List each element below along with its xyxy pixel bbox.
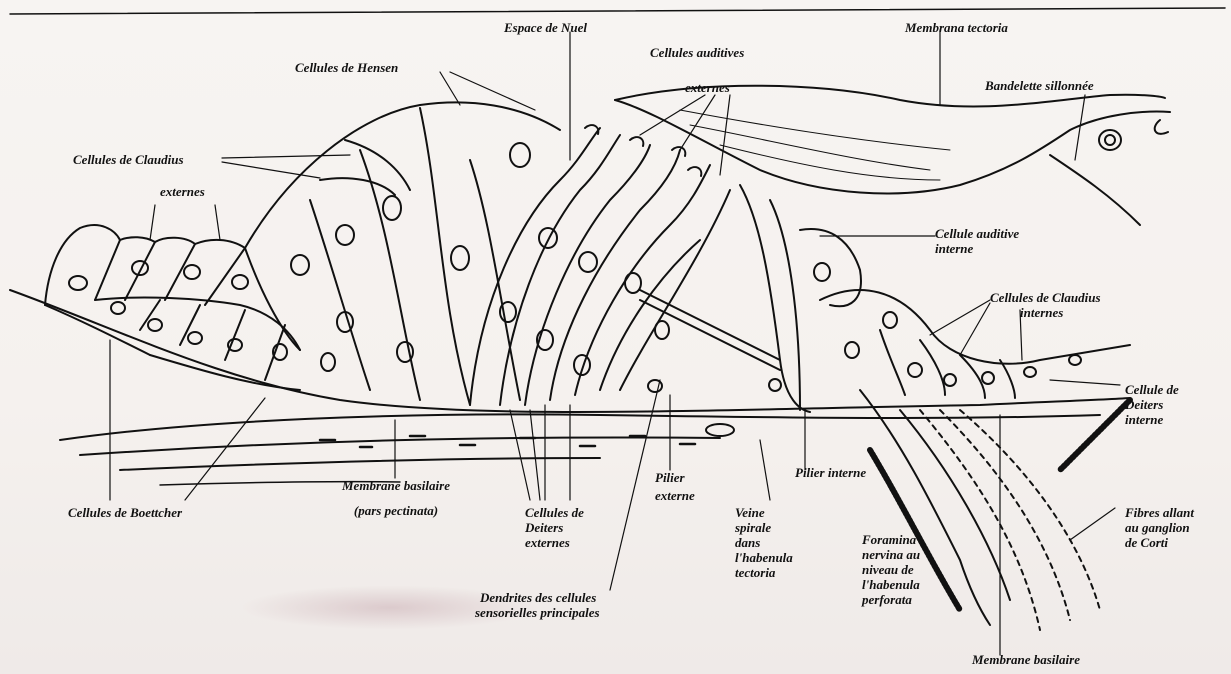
label-membrana-tectoria: Membrana tectoria [905,20,1008,35]
label-pilier-interne: Pilier interne [795,465,866,480]
label-cellules-de-boettcher: Cellules de Boettcher [68,505,182,520]
label-cellules-de-claudius-externes: Cellules de Claudius [73,152,184,167]
hensen-cells [245,102,560,405]
label-cellules-de-hensen: Cellules de Hensen [295,60,398,75]
label-membrane-basilaire-bottom: Membrane basilaire [972,652,1080,667]
label-claudius-externes-sub: externes [160,184,205,199]
leader-lines [110,30,1120,655]
label-bandelette-sillonnee: Bandelette sillonnée [985,78,1094,93]
label-cellules-auditives-externes: externes [685,80,730,95]
label-espace-de-nuel: Espace de Nuel [504,20,587,35]
claudius-external-cells [45,225,300,390]
label-membrane-basilaire-pectinata: Membrane basilaire(pars pectinata) [326,478,466,518]
tectorial-membrane [615,86,1170,225]
outer-hair-cells [470,125,710,405]
label-cellules-auditives: Cellules auditives [650,45,744,60]
